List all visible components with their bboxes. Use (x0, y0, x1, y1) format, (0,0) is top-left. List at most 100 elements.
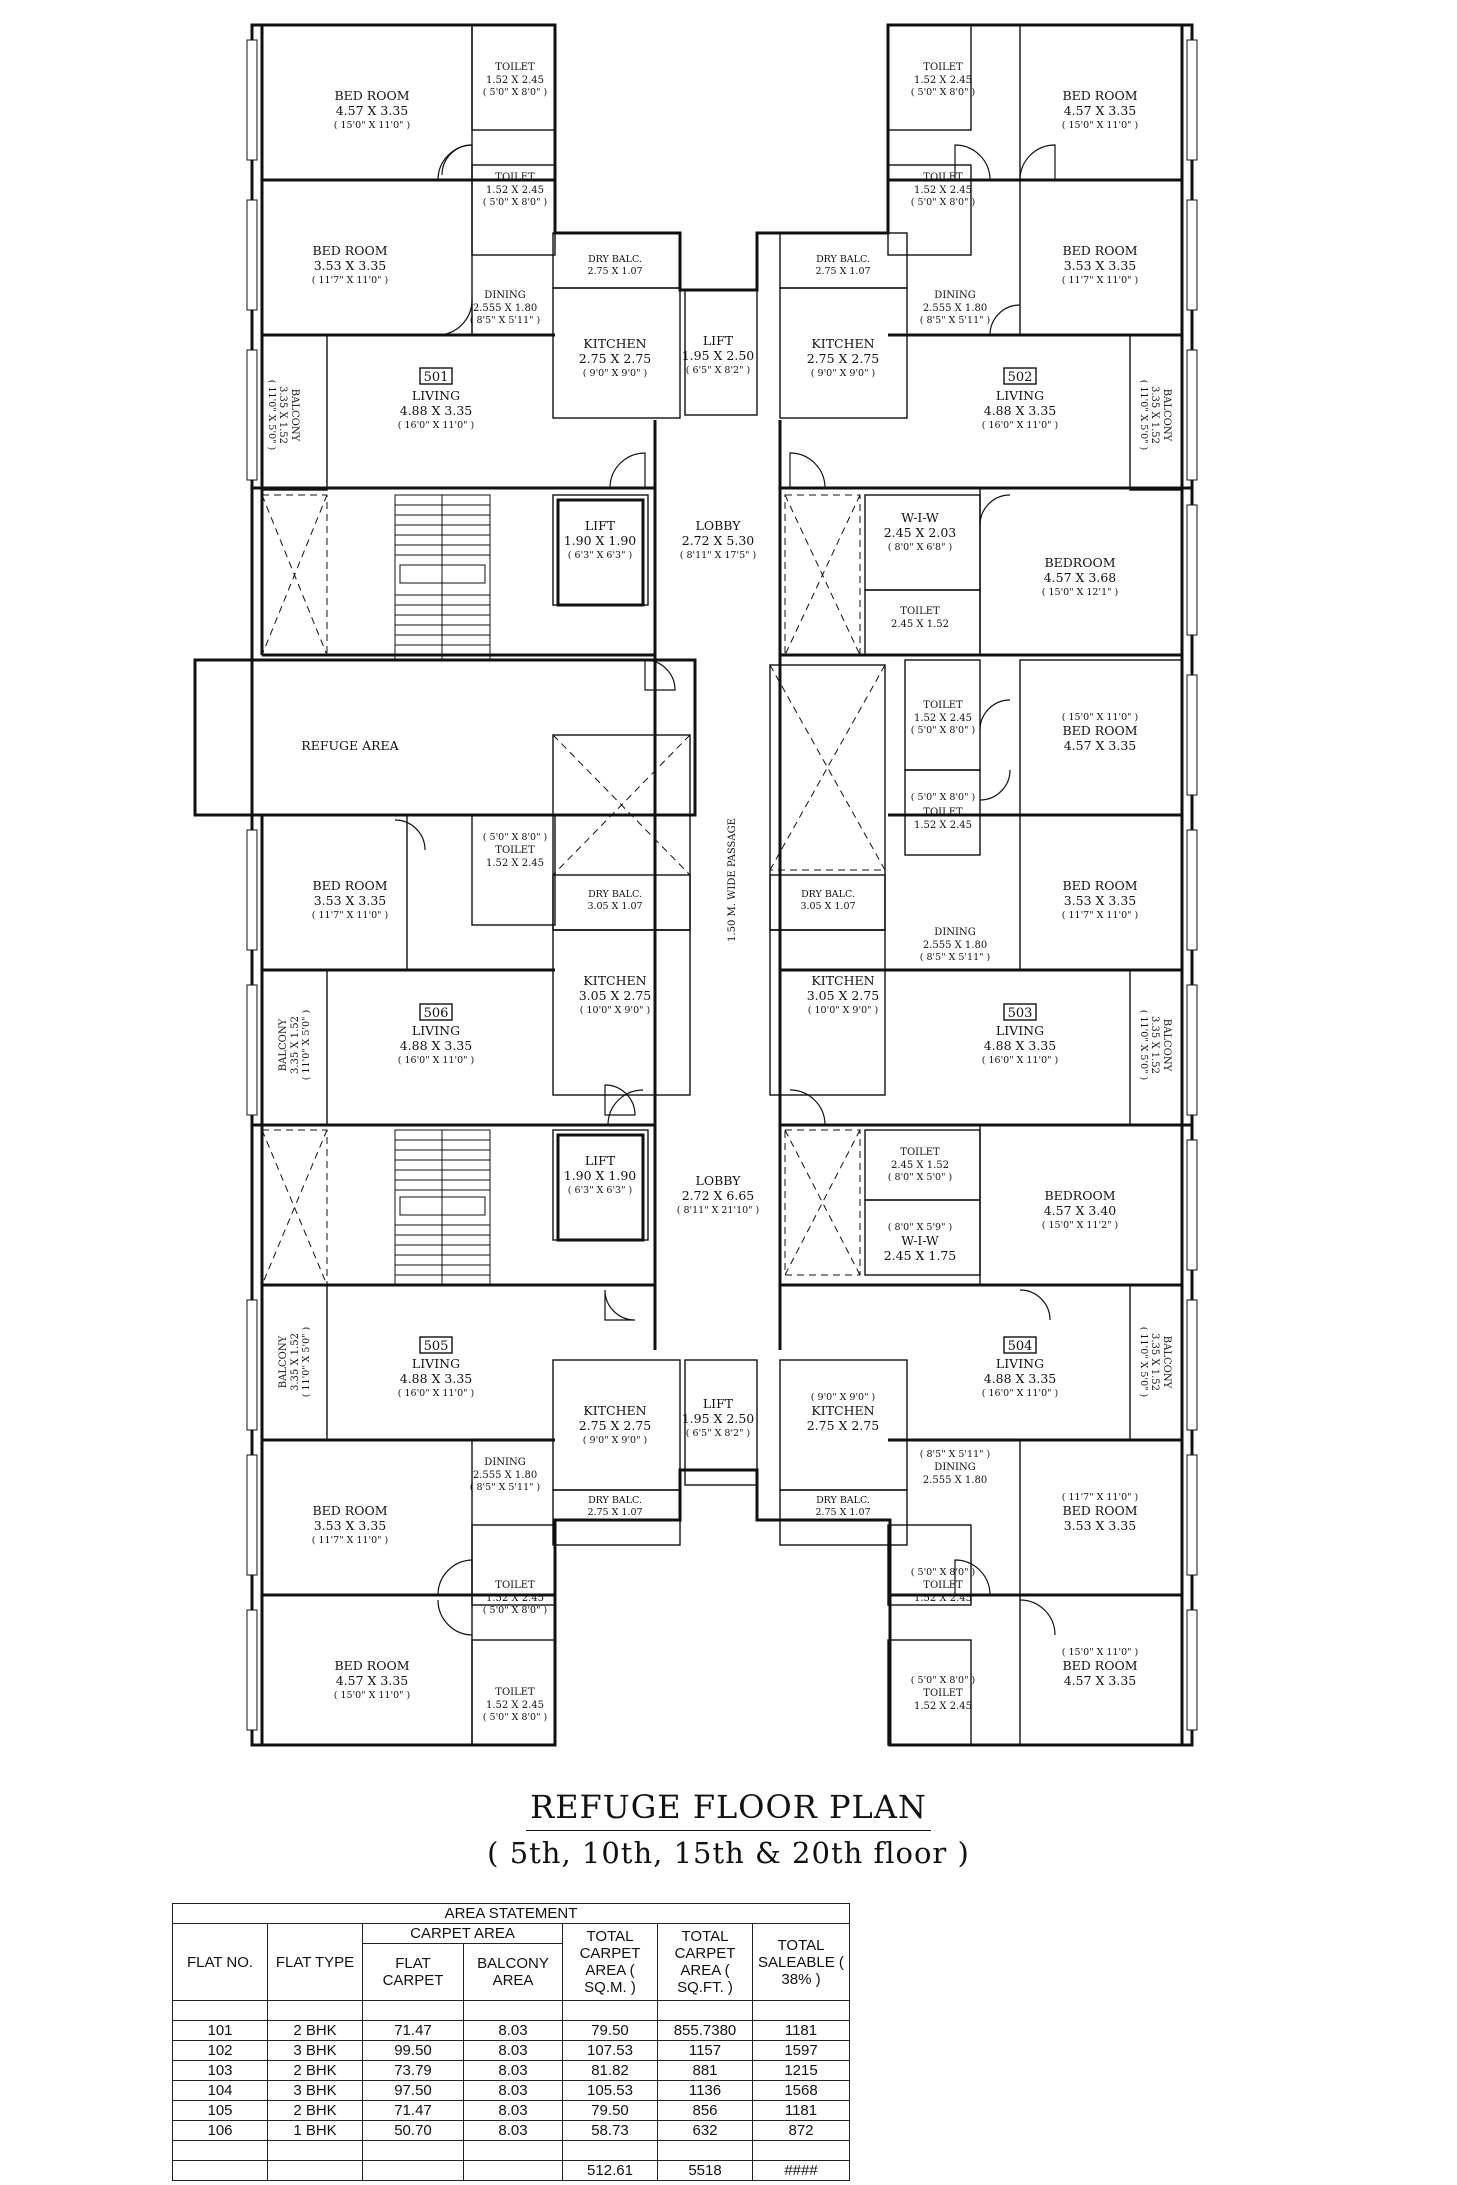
svg-text:4.57 X 3.68: 4.57 X 3.68 (1044, 570, 1117, 585)
svg-text:( 15'0" X 11'0" ): ( 15'0" X 11'0" ) (1062, 712, 1138, 723)
header-carpet-area: CARPET AREA (362, 1923, 563, 1944)
floor-plan-drawing: 501 502 503 504 505 506 BED ROOM 4.57 X … (193, 23, 1198, 1747)
room-toilet-505-a: TOILET 1.52 X 2.45 ( 5'0" X 8'0" ) (483, 1687, 547, 1723)
svg-text:1.95 X 2.50: 1.95 X 2.50 (682, 1411, 755, 1426)
svg-text:DRY BALC.: DRY BALC. (816, 1495, 870, 1506)
svg-text:2.75 X 2.75: 2.75 X 2.75 (807, 1418, 880, 1433)
svg-text:DINING: DINING (934, 290, 975, 301)
svg-text:2.75 X 2.75: 2.75 X 2.75 (807, 351, 880, 366)
svg-text:4.57 X 3.35: 4.57 X 3.35 (1064, 738, 1137, 753)
room-toilet-502-a: TOILET 1.52 X 2.45 ( 5'0" X 8'0" ) (911, 62, 975, 98)
room-lobby-a: LOBBY 2.72 X 5.30 ( 8'11" X 17'5" ) (680, 518, 756, 561)
svg-text:KITCHEN: KITCHEN (811, 1403, 874, 1418)
room-living-503: LIVING 4.88 X 3.35 ( 16'0" X 11'0" ) (982, 1023, 1058, 1066)
room-dry-balcony-503: DRY BALC. 3.05 X 1.07 (800, 889, 855, 912)
svg-text:( 15'0" X 11'0" ): ( 15'0" X 11'0" ) (1062, 1647, 1138, 1658)
svg-text:( 5'0" X 8'0" ): ( 5'0" X 8'0" ) (911, 725, 975, 736)
svg-text:BED ROOM: BED ROOM (1062, 1503, 1137, 1518)
room-toilet-504-a: ( 5'0" X 8'0" ) TOILET 1.52 X 2.45 (911, 1675, 975, 1712)
header-flat-type: FLAT TYPE (267, 1923, 363, 2001)
room-toilet-wiw-b: TOILET 2.45 X 1.52 ( 8'0" X 5'0" ) (888, 1147, 952, 1183)
svg-text:BED ROOM: BED ROOM (1062, 88, 1137, 103)
refuge-area-label: REFUGE AREA (301, 738, 399, 753)
svg-text:2.45 X 2.03: 2.45 X 2.03 (884, 525, 957, 540)
svg-text:W-I-W: W-I-W (901, 510, 939, 525)
svg-text:( 8'0" X 5'0" ): ( 8'0" X 5'0" ) (888, 1172, 952, 1183)
passage-label: 1.50 M. WIDE PASSAGE (727, 818, 738, 942)
svg-text:2.45 X 1.75: 2.45 X 1.75 (884, 1248, 957, 1263)
svg-text:TOILET: TOILET (923, 700, 963, 711)
svg-text:2.555 X 1.80: 2.555 X 1.80 (923, 940, 987, 951)
plan-title: REFUGE FLOOR PLAN (0, 1788, 1457, 1831)
flat-number-504: 504 (1008, 1339, 1033, 1354)
svg-text:3.05 X 2.75: 3.05 X 2.75 (807, 988, 880, 1003)
windows (246, 39, 1198, 1731)
svg-text:4.88 X 3.35: 4.88 X 3.35 (984, 403, 1057, 418)
header-flat-carpet: FLAT CARPET (362, 1943, 464, 2001)
svg-text:LIFT: LIFT (585, 518, 616, 533)
svg-text:2.75 X 1.07: 2.75 X 1.07 (815, 1507, 870, 1518)
svg-text:KITCHEN: KITCHEN (583, 1403, 646, 1418)
room-dry-balcony-506: DRY BALC. 3.05 X 1.07 (587, 889, 642, 912)
svg-text:( 16'0" X 11'0" ): ( 16'0" X 11'0" ) (398, 1388, 474, 1399)
svg-text:1.52 X 2.45: 1.52 X 2.45 (486, 858, 544, 869)
svg-text:3.35 X 1.52: 3.35 X 1.52 (290, 1016, 301, 1074)
svg-text:( 16'0" X 11'0" ): ( 16'0" X 11'0" ) (982, 420, 1058, 431)
svg-text:TOILET: TOILET (495, 1580, 535, 1591)
svg-text:1.52 X 2.45: 1.52 X 2.45 (914, 1701, 972, 1712)
svg-text:( 11'0" X 5'0" ): ( 11'0" X 5'0" ) (1138, 1010, 1149, 1080)
svg-text:( 11'7" X 11'0" ): ( 11'7" X 11'0" ) (1062, 1492, 1138, 1503)
flat-number-502: 502 (1008, 370, 1033, 385)
header-total-saleable: TOTAL SALEABLE ( 38% ) (752, 1923, 850, 2001)
svg-text:1.52 X 2.45: 1.52 X 2.45 (486, 185, 544, 196)
staircase-bottom (394, 1129, 491, 1286)
svg-text:( 8'0" X 6'8" ): ( 8'0" X 6'8" ) (888, 542, 952, 553)
svg-text:TOILET: TOILET (495, 172, 535, 183)
svg-text:( 5'0" X 8'0" ): ( 5'0" X 8'0" ) (483, 87, 547, 98)
svg-text:LIVING: LIVING (996, 388, 1044, 403)
svg-text:BED ROOM: BED ROOM (1062, 723, 1137, 738)
room-dining-504: ( 8'5" X 5'11" ) DINING 2.555 X 1.80 (920, 1449, 990, 1486)
table-spacer-row (172, 2140, 850, 2161)
svg-text:( 15'0" X 11'0" ): ( 15'0" X 11'0" ) (334, 1690, 410, 1701)
svg-text:2.555 X 1.80: 2.555 X 1.80 (923, 303, 987, 314)
svg-text:( 8'5" X 5'11" ): ( 8'5" X 5'11" ) (920, 1449, 990, 1460)
room-dry-balcony-504: DRY BALC. 2.75 X 1.07 (815, 1495, 870, 1518)
svg-text:LOBBY: LOBBY (696, 1173, 742, 1188)
svg-text:( 11'7" X 11'0" ): ( 11'7" X 11'0" ) (312, 910, 388, 921)
flat-number-501: 501 (424, 370, 449, 385)
duct-voids (261, 494, 886, 1286)
svg-text:( 11'7" X 11'0" ): ( 11'7" X 11'0" ) (312, 1535, 388, 1546)
flat-number-labels: 501 502 503 504 505 506 (419, 367, 1037, 1354)
svg-text:TOILET: TOILET (923, 62, 963, 73)
door-swings (394, 144, 1056, 1636)
svg-text:( 11'0" X 5'0" ): ( 11'0" X 5'0" ) (266, 380, 277, 450)
svg-text:TOILET: TOILET (923, 1688, 963, 1699)
svg-text:4.57 X 3.35: 4.57 X 3.35 (336, 1673, 409, 1688)
svg-text:2.75 X 1.07: 2.75 X 1.07 (587, 266, 642, 277)
room-walk-in-wardrobe-a: W-I-W 2.45 X 2.03 ( 8'0" X 6'8" ) (884, 510, 957, 553)
svg-text:4.57 X 3.40: 4.57 X 3.40 (1044, 1203, 1117, 1218)
room-balcony-503: BALCONY 3.35 X 1.52 ( 11'0" X 5'0" ) (1138, 1010, 1172, 1080)
svg-text:2.75 X 2.75: 2.75 X 2.75 (579, 1418, 652, 1433)
svg-text:TOILET: TOILET (900, 606, 940, 617)
svg-text:( 5'0" X 8'0" ): ( 5'0" X 8'0" ) (483, 197, 547, 208)
room-lift-b: LIFT 1.90 X 1.90 ( 6'3" X 6'3" ) (564, 1153, 637, 1196)
svg-text:LIVING: LIVING (412, 388, 460, 403)
svg-text:DRY BALC.: DRY BALC. (801, 889, 855, 900)
svg-text:( 9'0" X 9'0" ): ( 9'0" X 9'0" ) (811, 368, 875, 379)
room-balcony-502: BALCONY 3.35 X 1.52 ( 11'0" X 5'0" ) (1138, 380, 1172, 450)
room-toilet-503-a: TOILET 1.52 X 2.45 ( 5'0" X 8'0" ) (911, 700, 975, 736)
svg-text:( 16'0" X 11'0" ): ( 16'0" X 11'0" ) (982, 1388, 1058, 1399)
table-spacer-row (172, 2000, 850, 2021)
svg-text:( 6'3" X 6'3" ): ( 6'3" X 6'3" ) (568, 550, 632, 561)
svg-text:TOILET: TOILET (900, 1147, 940, 1158)
room-balcony-506: BALCONY 3.35 X 1.52 ( 11'0" X 5'0" ) (278, 1010, 312, 1080)
svg-text:3.53 X 3.35: 3.53 X 3.35 (314, 258, 387, 273)
svg-text:( 8'5" X 5'11" ): ( 8'5" X 5'11" ) (920, 952, 990, 963)
svg-text:3.35 X 1.52: 3.35 X 1.52 (277, 386, 288, 444)
room-bed-503-a: ( 15'0" X 11'0" ) BED ROOM 4.57 X 3.35 (1062, 712, 1138, 753)
